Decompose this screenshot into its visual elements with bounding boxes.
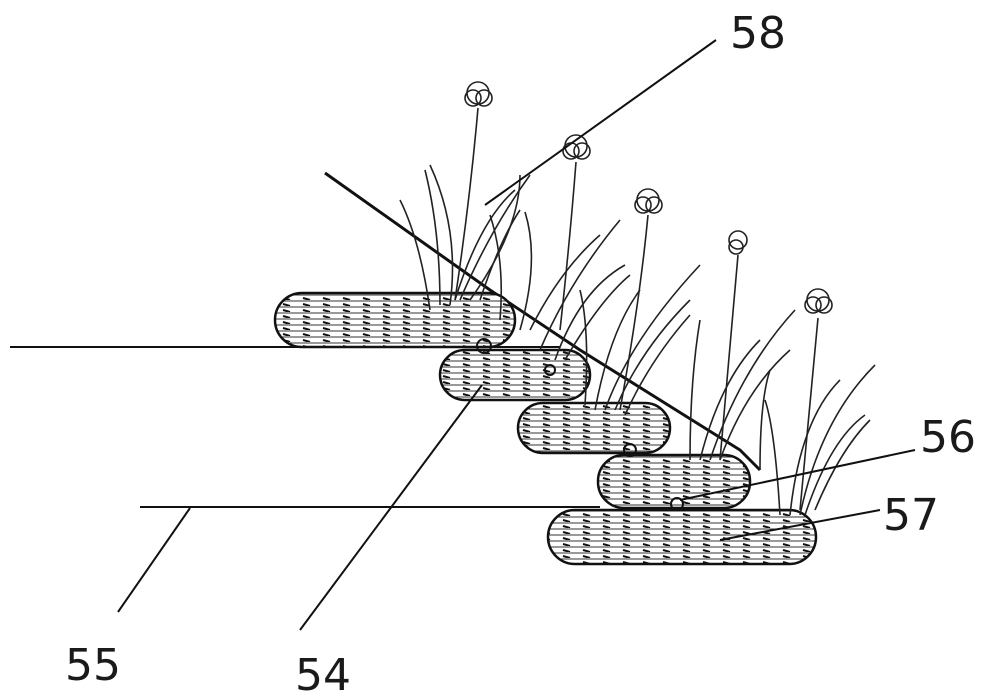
slope-line	[324, 171, 762, 472]
sandbag-5	[546, 508, 818, 566]
connector-3	[670, 497, 684, 511]
leader-57	[719, 509, 881, 541]
sandbag-1	[273, 291, 517, 349]
sandbag-4	[596, 453, 752, 510]
ref-label-58: 58	[730, 8, 786, 59]
ref-label-54: 54	[295, 650, 351, 699]
ref-label-55: 55	[65, 640, 121, 691]
flowers	[454, 81, 833, 511]
ref-label-57: 57	[883, 490, 939, 541]
connector-4	[544, 364, 556, 376]
sandbag-3	[516, 401, 672, 455]
connector-1	[476, 338, 492, 354]
leader-58	[484, 39, 717, 206]
ref-label-56: 56	[920, 412, 976, 463]
grass-plants	[399, 164, 876, 516]
connector-2	[623, 443, 637, 457]
sandbag-2	[438, 348, 592, 402]
leader-56	[679, 449, 916, 501]
leader-55	[117, 507, 191, 613]
leader-54	[299, 384, 483, 631]
